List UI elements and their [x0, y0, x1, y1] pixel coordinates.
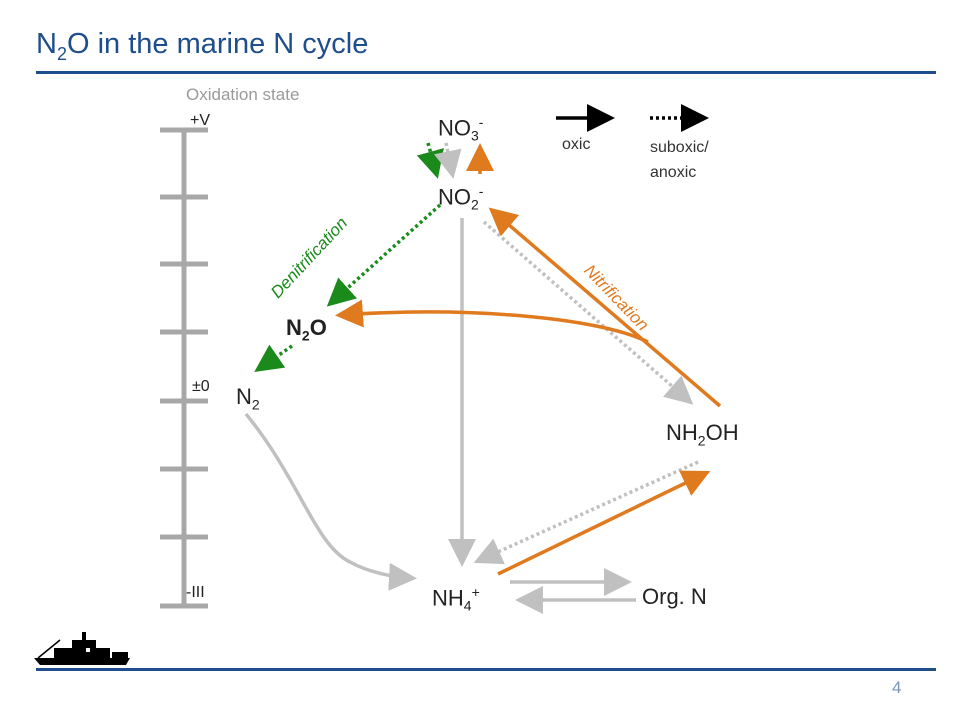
legend-suboxic-label-1: suboxic/ — [650, 139, 709, 156]
axis-mid-label: ±0 — [192, 378, 210, 395]
species-n2o: N2O — [286, 315, 327, 344]
arrow-n2o-to-n2 — [254, 344, 293, 372]
page-number: 4 — [892, 678, 902, 697]
axis-bottom-label: -III — [186, 584, 205, 601]
page-title: N2O in the marine N cycle — [36, 28, 369, 64]
arrow-no2-to-n2o — [326, 203, 442, 307]
axis-top-label: +V — [190, 112, 211, 129]
species-no3: NO3- — [438, 114, 484, 144]
species-nh2oh: NH2OH — [666, 420, 739, 449]
legend-oxic-label: oxic — [562, 136, 591, 153]
header-divider — [36, 71, 936, 74]
arrow-nh2oh-to-n2o — [335, 299, 649, 344]
arrow-nh2oh-to-nh4 — [473, 460, 699, 565]
axis-title: Oxidation state — [186, 85, 300, 104]
species-no2: NO2- — [438, 183, 484, 213]
legend-suboxic-label-2: anoxic — [650, 164, 697, 181]
arrow-no3-to-no2-gray — [434, 142, 462, 179]
arrow-nh2oh-to-no2 — [488, 207, 722, 408]
species-n2: N2 — [236, 384, 260, 413]
ship-icon — [34, 632, 130, 665]
species-nh4: NH4+ — [432, 584, 480, 614]
arrow-no3-to-no2-green — [416, 142, 444, 179]
oxidation-scale — [160, 127, 208, 609]
footer-divider — [36, 668, 936, 671]
arrow-no2-to-nh2oh — [482, 220, 694, 405]
species-org-n: Org. N — [642, 584, 707, 609]
arrow-nh4-to-nh2oh — [497, 470, 711, 576]
arrow-n2-to-nh4 — [244, 412, 417, 591]
